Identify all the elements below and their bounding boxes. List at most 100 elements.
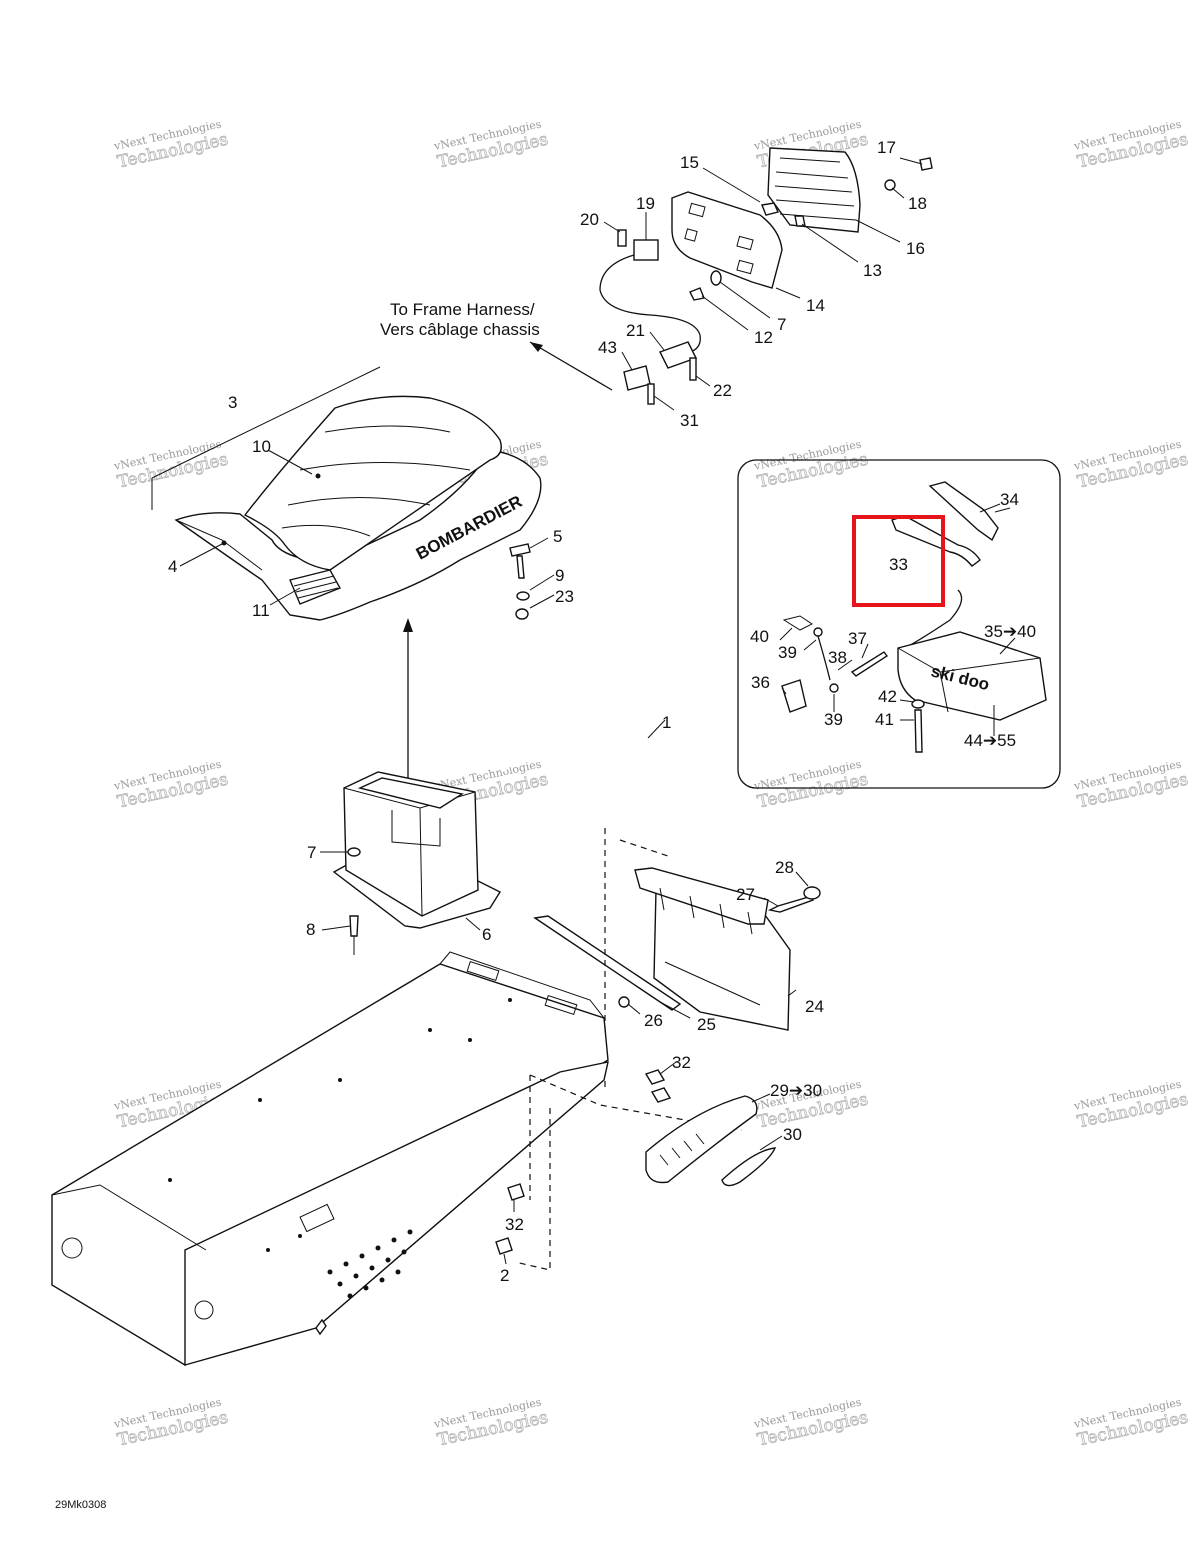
toolbox — [897, 631, 1047, 721]
screw — [689, 287, 705, 301]
rear-rack — [533, 828, 821, 1090]
callout-11: 11 — [252, 601, 270, 620]
callout-36: 36 — [751, 673, 770, 692]
callout-44-55: 44➔55 — [964, 731, 1016, 750]
rivet — [914, 709, 923, 753]
bracket — [781, 679, 807, 713]
bolt — [767, 895, 814, 913]
callout-32-top: 32 — [672, 1053, 691, 1072]
screw — [495, 1237, 513, 1255]
callout-18: 18 — [908, 194, 927, 213]
cable-strap — [891, 515, 981, 567]
callout-38: 38 — [828, 648, 847, 667]
callout-23: 23 — [555, 587, 574, 606]
washer — [911, 699, 925, 709]
harness-note-line1: To Frame Harness/ — [390, 300, 535, 319]
side-reflector — [645, 1095, 758, 1184]
reflector-insert — [721, 1147, 777, 1187]
seat: BOMBARDIER — [151, 366, 542, 830]
callout-32-bottom: 32 — [505, 1215, 524, 1234]
strap — [928, 481, 999, 542]
callout-9: 9 — [555, 566, 564, 585]
callout-7-top: 7 — [777, 315, 786, 334]
washer — [347, 847, 361, 857]
callout-6: 6 — [482, 925, 491, 944]
storage-box — [320, 771, 502, 955]
arrow-head — [403, 618, 413, 632]
callout-19: 19 — [636, 194, 655, 213]
callout-16: 16 — [906, 239, 925, 258]
lower-hardware — [495, 1061, 783, 1265]
screw — [644, 1069, 666, 1085]
callout-28: 28 — [775, 858, 794, 877]
harness-arrow — [529, 341, 613, 391]
figure-code: 29Mk0308 — [55, 1499, 106, 1511]
callout-33: 33 — [889, 555, 908, 574]
callout-labels: 1 2 3 4 5 6 7 7 8 9 10 11 12 13 14 15 16… — [168, 138, 1036, 1285]
washer — [884, 179, 896, 191]
seat-cover — [174, 449, 542, 621]
callout-21: 21 — [626, 321, 645, 340]
callout-14: 14 — [806, 296, 825, 315]
pin — [850, 651, 889, 677]
connector — [623, 365, 651, 391]
ring — [829, 683, 839, 693]
screw — [650, 1087, 672, 1103]
callout-20: 20 — [580, 210, 599, 229]
bolt-shank — [516, 555, 525, 579]
screw — [919, 157, 933, 171]
washer — [710, 270, 722, 286]
connector — [633, 239, 659, 261]
highlight-box — [852, 515, 945, 607]
callout-40: 40 — [750, 627, 769, 646]
terminal — [689, 357, 697, 381]
bolt-head — [509, 543, 531, 557]
callout-5: 5 — [553, 527, 562, 546]
callout-22: 22 — [713, 381, 732, 400]
callout-1: 1 — [662, 713, 671, 732]
callout-15: 15 — [680, 153, 699, 172]
terminal — [617, 229, 627, 247]
clip-ring — [803, 886, 821, 900]
wire-harness — [599, 254, 701, 353]
terminal — [647, 383, 655, 405]
callout-31: 31 — [680, 411, 699, 430]
callout-3: 3 — [228, 393, 237, 412]
harness-note-line2: Vers câblage chassis — [380, 320, 540, 339]
lanyard — [817, 635, 831, 681]
callout-27: 27 — [736, 885, 755, 904]
callout-39-top: 39 — [778, 643, 797, 662]
callout-26: 26 — [644, 1011, 663, 1030]
arrow-head — [530, 342, 543, 352]
callout-2: 2 — [500, 1266, 509, 1285]
cable — [904, 589, 963, 649]
taillight-lens — [767, 147, 861, 233]
callout-37: 37 — [848, 629, 867, 648]
toolbox-inset: ski doo — [737, 459, 1061, 789]
callout-42: 42 — [878, 687, 897, 706]
callout-43: 43 — [598, 338, 617, 357]
taillight-assembly — [529, 147, 933, 405]
bulb — [761, 202, 779, 216]
inset-frame — [737, 459, 1061, 789]
screw — [507, 1183, 525, 1201]
seat-top — [243, 395, 502, 571]
rack-top — [634, 867, 769, 925]
callout-30: 30 — [783, 1125, 802, 1144]
clip — [782, 615, 813, 631]
frame-tunnel — [51, 951, 743, 1367]
tunnel-perforations — [168, 998, 512, 1299]
callout-29-30: 29➔30 — [770, 1081, 822, 1100]
callout-25: 25 — [697, 1015, 716, 1034]
ring — [813, 627, 823, 637]
callout-10: 10 — [252, 437, 271, 456]
callout-8: 8 — [306, 920, 315, 939]
callout-39-bottom: 39 — [824, 710, 843, 729]
rivet-head — [349, 915, 359, 937]
nut — [515, 608, 529, 620]
callout-24: 24 — [805, 997, 824, 1016]
grab-handle — [497, 719, 710, 854]
seat-hardware — [179, 449, 555, 620]
callout-12: 12 — [754, 328, 773, 347]
